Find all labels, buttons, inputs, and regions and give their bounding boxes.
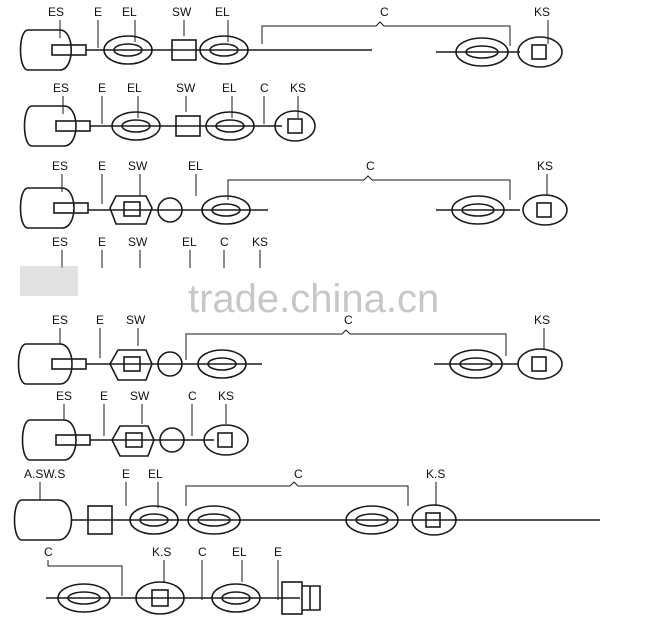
label-e: E <box>122 467 130 481</box>
label-es: ES <box>48 5 64 19</box>
label-c: C <box>366 159 375 173</box>
chain-row-6: ES E SW C KS <box>21 389 249 461</box>
label-e: E <box>100 389 108 403</box>
label-c: C <box>344 313 353 327</box>
label-el: EL <box>182 235 197 249</box>
label-ks: KS <box>534 5 550 19</box>
label-sw: SW <box>128 159 148 173</box>
label-sw: SW <box>172 5 192 19</box>
watermark: trade.china.cn <box>188 277 439 321</box>
label-ks: KS <box>290 81 306 95</box>
label-e: E <box>94 5 102 19</box>
label-es: ES <box>52 235 68 249</box>
label-c: C <box>260 81 269 95</box>
chain-row-8: C K.S C EL E <box>44 545 321 615</box>
label-sw: SW <box>126 313 146 327</box>
chain-row-3: ES E SW EL C KS <box>19 159 568 229</box>
label-ks: KS <box>534 313 550 327</box>
label-el: EL <box>222 81 237 95</box>
label-el: EL <box>188 159 203 173</box>
label-el: EL <box>215 5 230 19</box>
label-ks: KS <box>537 159 553 173</box>
label-ks: KS <box>252 235 268 249</box>
label-e: E <box>98 159 106 173</box>
label-es: ES <box>53 81 69 95</box>
label-e: E <box>274 545 282 559</box>
chain-row-7: A.SW.S E EL C K.S <box>13 467 600 541</box>
label-el: EL <box>148 467 163 481</box>
label-es: ES <box>56 389 72 403</box>
label-e: E <box>98 81 106 95</box>
label-ks: K.S <box>152 545 171 559</box>
label-c: C <box>380 5 389 19</box>
label-c: C <box>44 545 53 559</box>
label-ks: KS <box>218 389 234 403</box>
label-sw: SW <box>130 389 150 403</box>
label-ks: K.S <box>426 467 445 481</box>
label-c: C <box>198 545 207 559</box>
chain-row-4: ES E SW EL C KS <box>20 235 268 296</box>
chain-row-2: ES E EL SW EL C KS <box>23 81 316 147</box>
label-es: ES <box>52 159 68 173</box>
label-el: EL <box>122 5 137 19</box>
label-c: C <box>294 467 303 481</box>
label-c: C <box>220 235 229 249</box>
chain-row-1: ES E EL SW EL C KS <box>19 5 563 71</box>
chain-row-5: ES E SW C KS <box>17 313 563 385</box>
label-sw: SW <box>128 235 148 249</box>
label-c: C <box>188 389 197 403</box>
label-es: ES <box>52 313 68 327</box>
label-sw: SW <box>176 81 196 95</box>
label-e: E <box>96 313 104 327</box>
label-e: E <box>98 235 106 249</box>
label-asws: A.SW.S <box>24 467 65 481</box>
label-el: EL <box>127 81 142 95</box>
label-el: EL <box>232 545 247 559</box>
